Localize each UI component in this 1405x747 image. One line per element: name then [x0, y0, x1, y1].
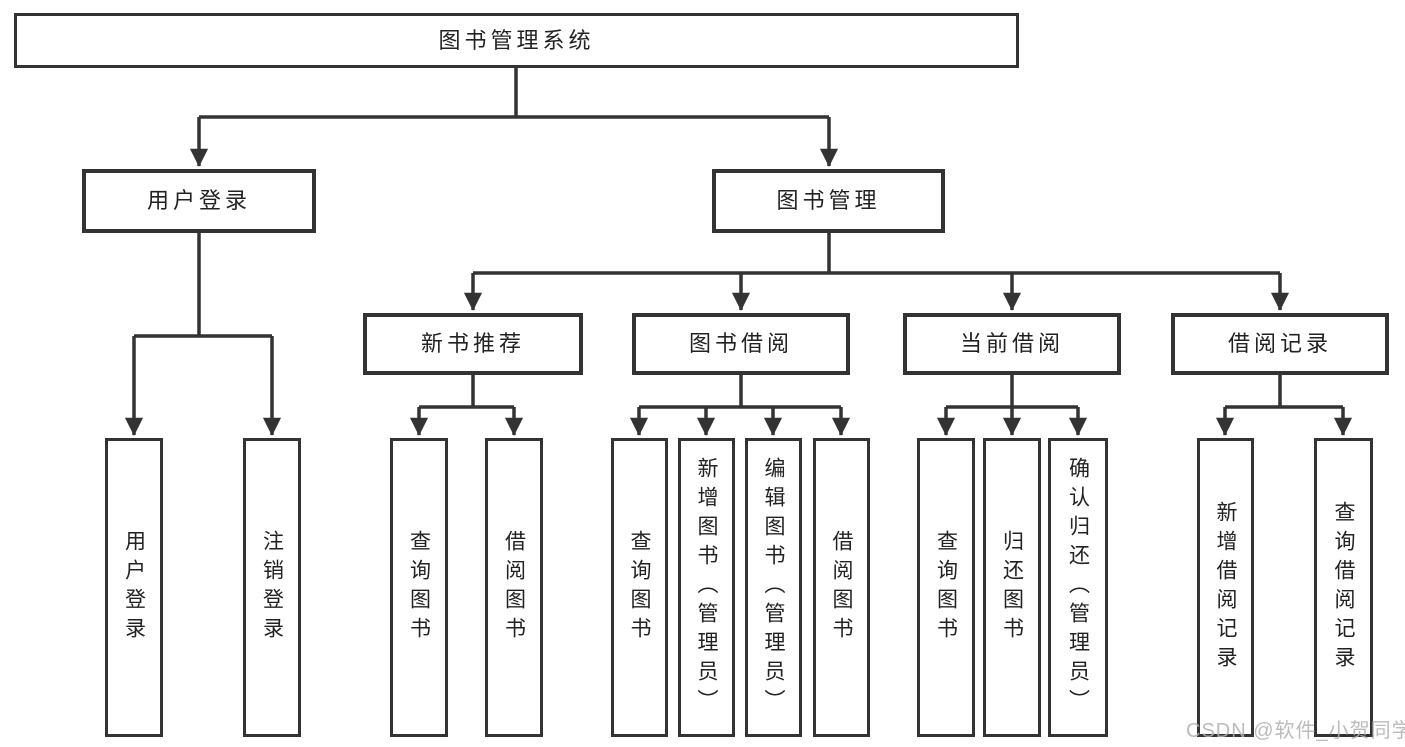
- leaf-add-book-admin: 新增图书（管理员）: [678, 438, 735, 737]
- leaf-query-books-recommend: 查询图书: [390, 438, 448, 737]
- leaf-borrow-books-recommend: 借阅图书: [485, 438, 543, 737]
- leaf-confirm-return-admin: 确认归还（管理员）: [1048, 438, 1108, 737]
- csdn-watermark: CSDN @软件_小贺同学: [1186, 720, 1405, 742]
- node-root-system: 图书管理系统: [14, 13, 1019, 68]
- leaf-add-borrow-record: 新增借阅记录: [1197, 438, 1254, 737]
- leaf-query-books-borrow: 查询图书: [611, 438, 668, 737]
- leaf-edit-book-admin: 编辑图书（管理员）: [745, 438, 802, 737]
- node-book-management: 图书管理: [712, 169, 945, 233]
- node-book-borrowing: 图书借阅: [632, 313, 850, 375]
- leaf-logout: 注销登录: [243, 438, 301, 737]
- leaf-query-books-current: 查询图书: [917, 438, 975, 737]
- leaf-query-borrow-record: 查询借阅记录: [1314, 438, 1373, 737]
- node-user-login: 用户登录: [82, 169, 316, 233]
- leaf-user-login: 用户登录: [105, 438, 163, 737]
- leaf-borrow-book: 借阅图书: [813, 438, 870, 737]
- node-new-book-recommend: 新书推荐: [363, 313, 583, 375]
- node-current-borrowing: 当前借阅: [903, 313, 1121, 375]
- leaf-return-book: 归还图书: [983, 438, 1041, 737]
- node-borrow-records: 借阅记录: [1171, 313, 1389, 375]
